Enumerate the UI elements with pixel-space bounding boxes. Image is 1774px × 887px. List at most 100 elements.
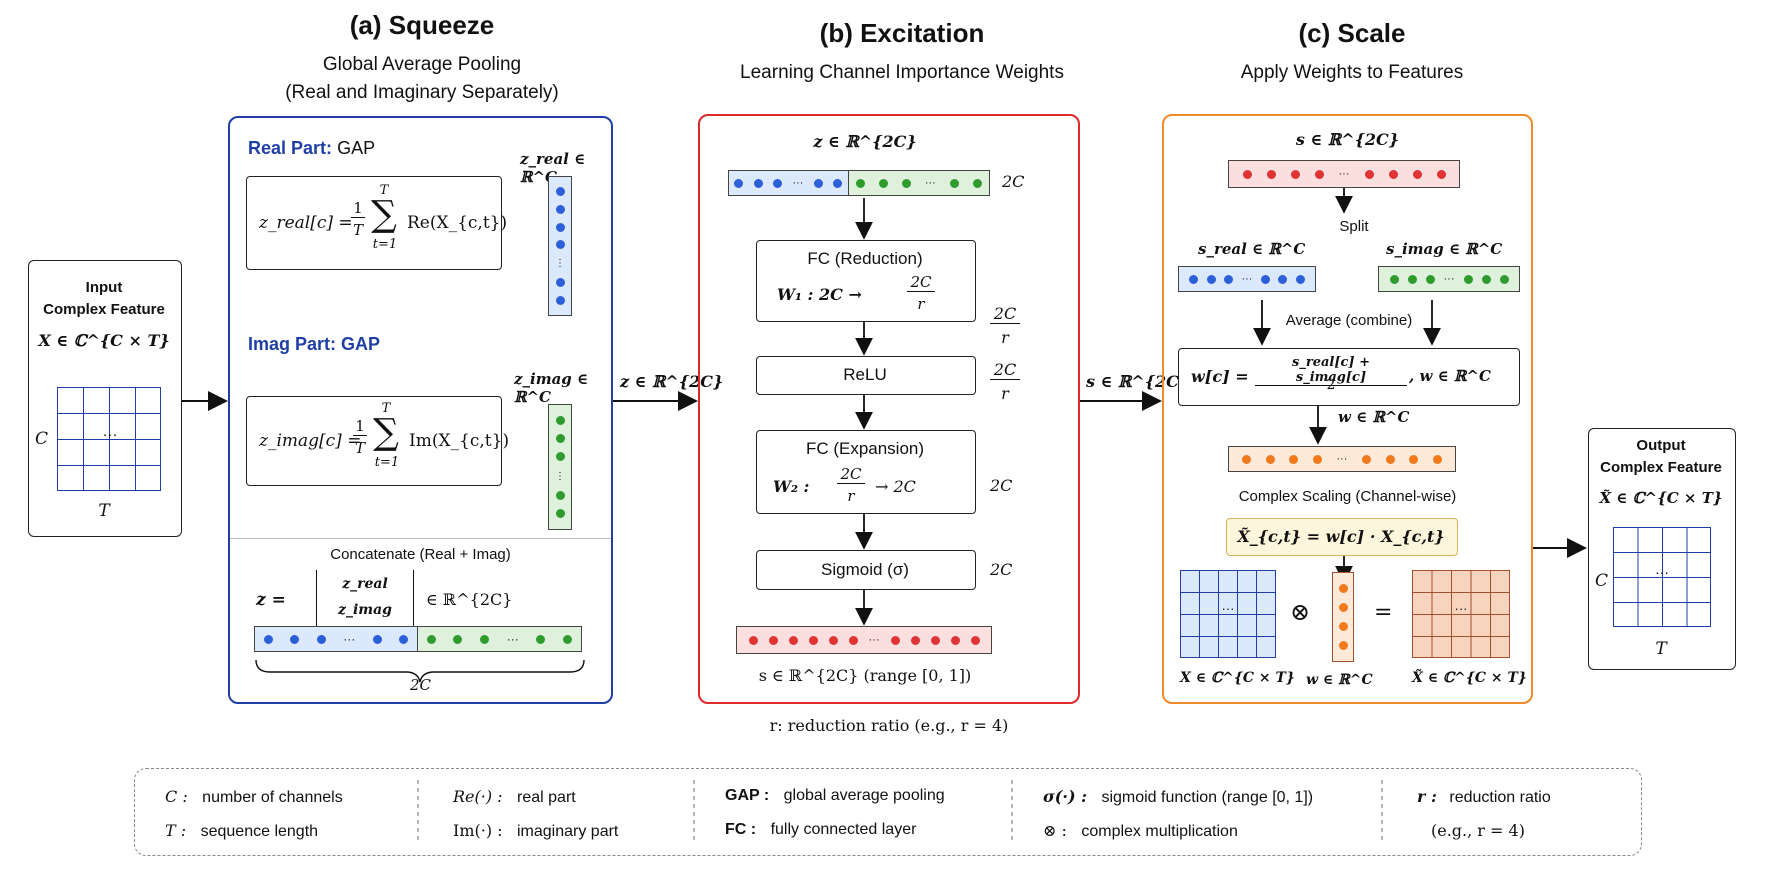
input-title-2: Complex Feature <box>43 301 165 318</box>
scale-s-dot <box>1436 169 1446 179</box>
real-vec-dot <box>555 277 565 287</box>
scale-w-dot <box>1362 454 1371 464</box>
scale-s-ellipsis: ··· <box>1338 168 1350 180</box>
output-box: Output Complex Feature X̃ ∈ ℂ^{C × T} C … <box>1588 428 1736 670</box>
scale-s-dot <box>1388 169 1398 179</box>
concat-dot <box>316 634 326 644</box>
scale-w-vec-label: w ∈ ℝ^C <box>1306 672 1373 688</box>
scale-s-imag-dot <box>1463 274 1473 284</box>
imag-part-label: Imag Part: <box>248 334 337 354</box>
real-vec-dot <box>555 295 565 305</box>
scale-s-imag-label: s_imag ∈ ℝ^C <box>1386 240 1503 258</box>
concat-dot <box>480 634 490 644</box>
w-formula-num: s_real[c] + s_imag[c] <box>1255 355 1407 386</box>
exc-output-dot <box>950 635 960 645</box>
scale-split-label: Split <box>1339 218 1369 235</box>
legend-desc: global average pooling <box>783 787 945 804</box>
concat-dot <box>563 634 573 644</box>
fc1-dim-den: r <box>1001 328 1009 347</box>
scale-s-real-dot <box>1295 274 1305 284</box>
exc-output-dot <box>930 635 940 645</box>
squeeze-subtitle-1: Global Average Pooling <box>322 54 522 75</box>
imag-part-heading: Imag Part: GAP <box>248 334 380 355</box>
scale-s-imag-dot <box>1481 274 1491 284</box>
legend-item: σ(·) : sigmoid function (range [0, 1]) <box>1043 787 1313 807</box>
scale-xt-grid: ··· <box>1412 570 1510 658</box>
input-row-label: C <box>35 429 49 449</box>
legend-item: C : number of channels <box>165 787 343 807</box>
sigmoid-box: Sigmoid (σ) <box>756 550 976 590</box>
fc1-frac-den: r <box>917 295 925 313</box>
concat-top: z_real <box>342 576 388 592</box>
relu-box: ReLU <box>756 356 976 395</box>
exc-input-dot <box>855 178 865 188</box>
legend-item: FC : fully connected layer <box>725 821 916 839</box>
scale-s-imag-dot <box>1499 274 1509 284</box>
fc-expansion-box: FC (Expansion) W₂ : 2C r → 2C <box>756 430 976 514</box>
output-title-2: Complex Feature <box>1600 459 1722 476</box>
exc-input-dot <box>972 178 982 188</box>
legend-symbol: C : <box>165 787 188 806</box>
legend-box: C : number of channels T : sequence leng… <box>134 768 1642 856</box>
legend-symbol: σ(·) : <box>1043 787 1087 806</box>
exc-output-dot <box>910 635 920 645</box>
real-vec-label: z_real ∈ ℝ^C <box>520 150 586 186</box>
exc-input-vector: ··· ··· <box>728 170 990 196</box>
imag-frac-den: T <box>354 439 365 457</box>
squeeze-subtitle-2: (Real and Imaginary Separately) <box>285 82 559 103</box>
concat-dot <box>536 634 546 644</box>
w-formula-post: , w ∈ ℝ^C <box>1409 367 1491 385</box>
exc-input-dot <box>753 178 763 188</box>
legend-desc: (e.g., r = 4) <box>1431 821 1525 840</box>
relu-label: ReLU <box>843 365 887 384</box>
scale-subtitle: Apply Weights to Features <box>1240 62 1464 83</box>
scale-w-dot <box>1289 454 1299 464</box>
input-grid-ellipsis: ··· <box>102 426 118 443</box>
fc1-frac-num: 2C <box>907 273 935 292</box>
real-vec-dot <box>555 222 565 232</box>
equals-sign: = <box>1374 600 1393 625</box>
imag-formula-rhs: Im(X_{c,t}) <box>409 431 510 451</box>
input-formula: X ∈ ℂ^{C × T} <box>38 331 170 350</box>
scale-s-imag-dot <box>1425 274 1435 284</box>
scale-s-real-dot <box>1189 274 1199 284</box>
squeeze-panel: Real Part: GAP z_real[c] = 1 T T ∑ t=1 R… <box>228 116 613 704</box>
scale-w-column-vector <box>1332 572 1354 662</box>
output-grid: ··· <box>1613 527 1711 627</box>
legend-symbol: r : <box>1417 787 1437 806</box>
imag-vec-dot <box>555 490 565 500</box>
real-formula-box: z_real[c] = 1 T T ∑ t=1 Re(X_{c,t}) <box>246 176 507 270</box>
scaling-formula: X̃_{c,t} = w[c] · X_{c,t} <box>1237 527 1445 546</box>
scale-s-label: s ∈ ℝ^{2C} <box>1295 130 1400 149</box>
legend-symbol: ⊗ : <box>1043 821 1067 840</box>
imag-sum-bottom: t=1 <box>374 455 400 470</box>
exc-input-dot <box>734 178 744 188</box>
imag-vec-ellipsis: ⋮ <box>555 470 565 482</box>
real-frac-num: 1 <box>351 199 365 218</box>
fc2-dim: 2C <box>990 476 1013 495</box>
scale-w-col-dot <box>1338 603 1348 612</box>
fc-reduction-box: FC (Reduction) W₁ : 2C → 2C r <box>756 240 976 322</box>
imag-vec-dot <box>555 452 565 462</box>
exc-output-dot <box>890 635 900 645</box>
output-title-1: Output <box>1636 437 1686 454</box>
exc-input-ellipsis: ··· <box>792 177 804 189</box>
legend-symbol: Im(·) : <box>453 821 503 840</box>
scale-s-dot <box>1364 169 1374 179</box>
scale-w-dot <box>1432 454 1442 464</box>
imag-vec-dot <box>555 433 565 443</box>
squeeze-title: (a) Squeeze <box>349 10 495 40</box>
real-formula-rhs: Re(X_{c,t}) <box>407 213 508 233</box>
excitation-title: (b) Excitation <box>819 18 985 48</box>
sigmoid-label: Sigmoid (σ) <box>821 560 909 579</box>
scale-s-imag-ellipsis: ··· <box>1443 273 1455 285</box>
output-formula: X̃ ∈ ℂ^{C × T} <box>1599 489 1723 507</box>
real-vector: ⋮ <box>548 176 572 316</box>
otimes-sign: ⊗ <box>1290 598 1311 626</box>
sigmoid-dim: 2C <box>990 560 1013 579</box>
scale-s-dot <box>1266 169 1276 179</box>
scale-s-dot <box>1242 169 1252 179</box>
scale-w-col-dot <box>1338 584 1348 593</box>
imag-part-gap: GAP <box>341 334 381 354</box>
